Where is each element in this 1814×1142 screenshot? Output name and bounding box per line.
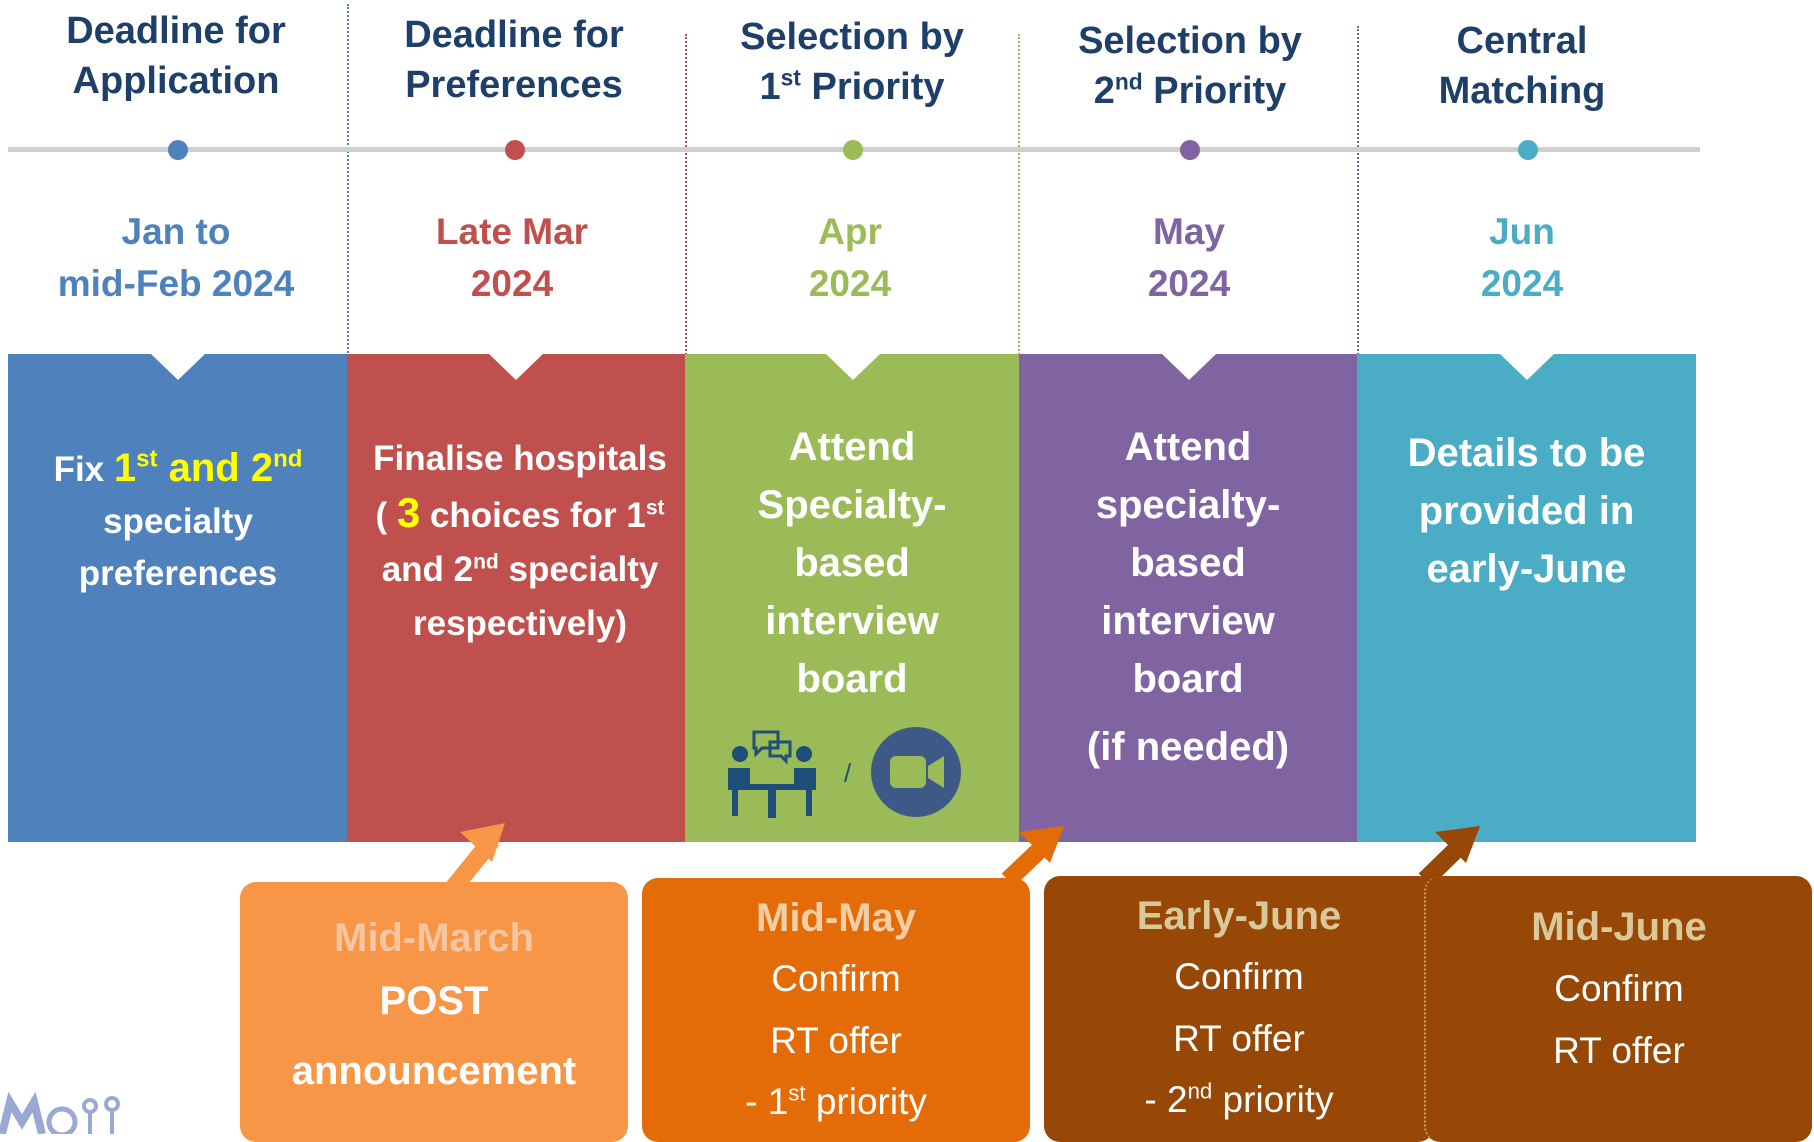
- stage-5-panel: [1357, 354, 1696, 842]
- timeline-dot-3: [843, 140, 863, 160]
- callout-mid-june: Mid-June Confirm RT offer: [1424, 876, 1812, 1142]
- stage-2-panel: [347, 354, 685, 842]
- icon-separator: /: [844, 758, 852, 788]
- stage-2-header: Deadline for Preferences: [404, 14, 624, 106]
- stage-4-panel: [1019, 354, 1357, 842]
- separator-3: [1018, 34, 1020, 386]
- logo-graphic: [0, 1092, 120, 1134]
- video-call-icon: [871, 727, 961, 817]
- timeline-dot-5: [1518, 140, 1538, 160]
- timeline-dot-2: [505, 140, 525, 160]
- timeline-dot-1: [168, 140, 188, 160]
- stage-5-header: Central Matching: [1438, 20, 1606, 112]
- separator-4: [1357, 26, 1359, 378]
- stage-3-header: Selection by 1st Priority: [740, 16, 964, 108]
- callout-early-june: Early-June Confirm RT offer - 2nd priori…: [1044, 876, 1434, 1142]
- separator-1: [347, 4, 349, 356]
- stage-1-header: Deadline for Application: [66, 10, 286, 102]
- stage-4-text: Attend specialty- based interview board …: [1086, 425, 1290, 769]
- notch-1: [151, 354, 205, 380]
- stage-2-text: Finalise hospitals ( 3 choices for 1st a…: [373, 439, 667, 643]
- stage-5-text: Details to be provided in early-June: [1407, 431, 1646, 591]
- notch-4: [1162, 354, 1216, 380]
- notch-5: [1500, 354, 1554, 380]
- callout-mid-may: Mid-May Confirm RT offer - 1st priority: [642, 878, 1030, 1142]
- stage-2-date: Late Mar 2024: [435, 211, 589, 304]
- stage-1-text: Fix 1st and 2nd specialty preferences: [53, 445, 303, 593]
- notch-3: [826, 354, 880, 380]
- stage-3-text: Attend Specialty- based interview board: [757, 425, 947, 701]
- stage-1-panel: [8, 354, 347, 842]
- stage-4-date: May 2024: [1147, 211, 1231, 304]
- timeline-dot-4: [1180, 140, 1200, 160]
- callout-mid-march: Mid-March POST announcement: [240, 882, 628, 1142]
- stage-3-date: Apr 2024: [808, 211, 892, 304]
- stage-4-header: Selection by 2nd Priority: [1078, 20, 1302, 112]
- notch-2: [489, 354, 543, 380]
- stage-1-date: Jan to mid-Feb 2024: [57, 211, 295, 304]
- separator-2: [685, 34, 687, 386]
- interview-meeting-icon: [728, 730, 816, 818]
- stage-5-date: Jun 2024: [1480, 211, 1564, 304]
